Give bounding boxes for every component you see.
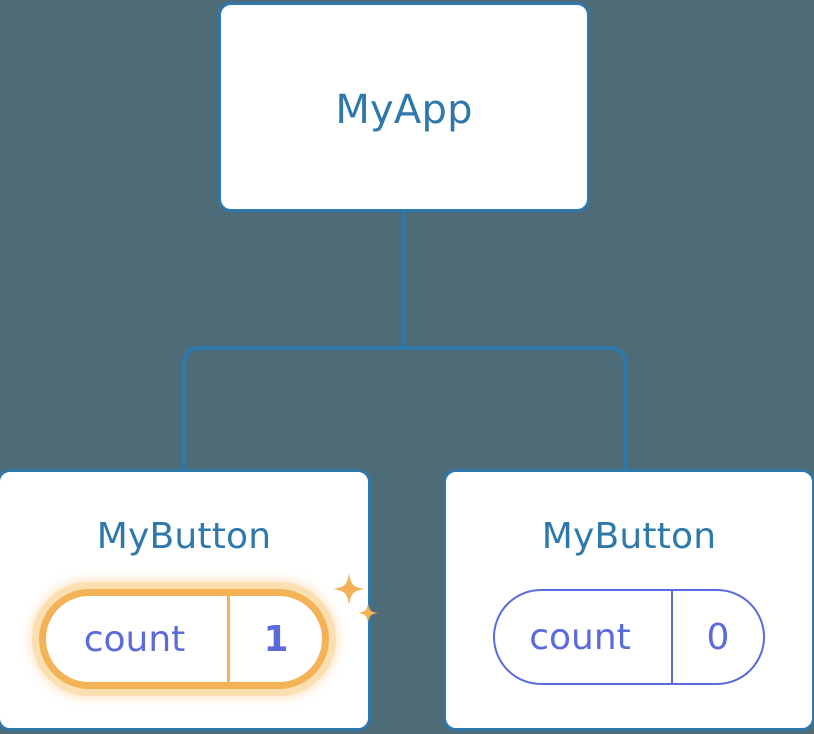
state-pill-divider-right bbox=[671, 591, 673, 683]
state-pill-wrap-right: count 0 bbox=[446, 589, 812, 685]
node-myapp-title: MyApp bbox=[335, 87, 473, 133]
node-mybutton-left[interactable]: MyButton count 1 bbox=[0, 469, 378, 731]
node-mybutton-left-title: MyButton bbox=[96, 516, 272, 557]
connector-branch-bar bbox=[182, 346, 627, 470]
node-myapp[interactable]: MyApp bbox=[218, 2, 590, 212]
state-key-left: count bbox=[83, 618, 186, 660]
node-mybutton-right[interactable]: MyButton count 0 bbox=[443, 469, 814, 731]
state-value-right: 0 bbox=[706, 616, 730, 658]
node-mybutton-right-title: MyButton bbox=[541, 516, 717, 557]
state-pill-zone-left: count 1 bbox=[39, 573, 378, 689]
state-pill-zone-right: count 0 bbox=[493, 589, 765, 685]
state-value-left: 1 bbox=[263, 618, 289, 660]
state-pill-right[interactable]: count 0 bbox=[493, 589, 765, 685]
state-pill-wrap-left: count 1 bbox=[0, 573, 378, 689]
sparkle-large-icon bbox=[333, 573, 365, 605]
state-pill-left[interactable]: count 1 bbox=[39, 589, 329, 689]
state-key-right: count bbox=[529, 616, 631, 658]
state-pill-divider-left bbox=[227, 596, 230, 682]
